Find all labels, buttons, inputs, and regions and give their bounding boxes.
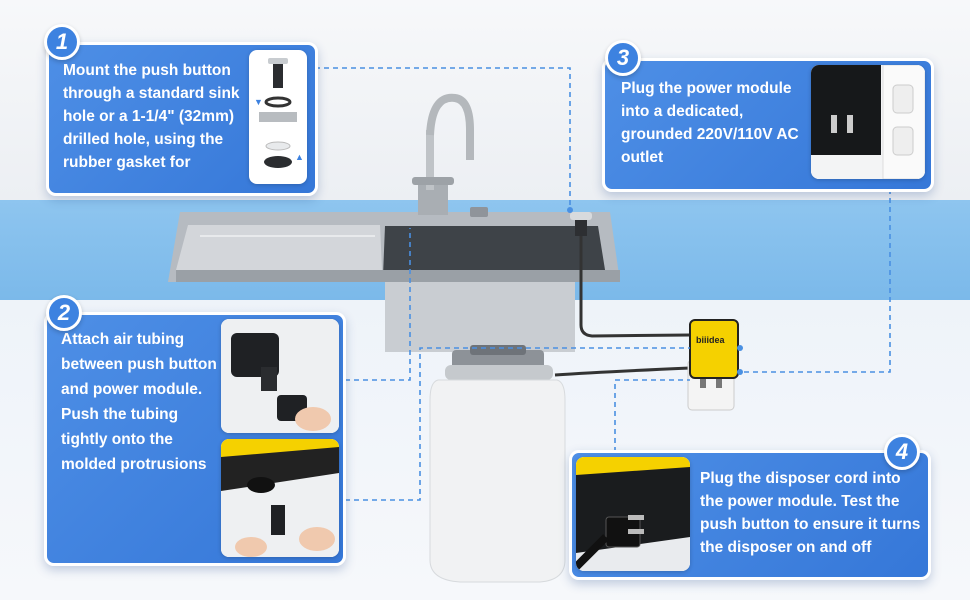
garbage-disposer	[429, 345, 566, 583]
step-2-text: Attach air tubing between push button an…	[61, 331, 217, 473]
power-module	[689, 319, 739, 379]
step-1-card: Mount the push button through a standard…	[46, 42, 318, 196]
step-4-card: Plug the disposer cord into the power mo…	[569, 450, 931, 580]
push-button	[570, 212, 592, 236]
air-tubing	[579, 236, 691, 338]
module-brand-label: biiidea	[696, 335, 725, 345]
step-3-text: Plug the power module into a dedicated, …	[621, 80, 799, 166]
leader-line-2b	[345, 347, 690, 501]
svg-text:▼: ▼	[254, 97, 263, 107]
disposer-cord	[554, 366, 691, 377]
leader-line-3	[740, 180, 891, 373]
sink-basin-body	[385, 280, 575, 352]
sink-bowl	[383, 226, 606, 276]
svg-text:▲: ▲	[295, 152, 304, 162]
step-3-badge: 3	[605, 40, 641, 76]
step-4-photo	[576, 457, 690, 571]
leader-line-1	[315, 67, 571, 210]
step-3-photo	[811, 65, 925, 179]
leader-line-2a	[345, 228, 411, 381]
step-1-photo: ▼ ▲	[249, 50, 307, 184]
step-2-card: Attach air tubing between push button an…	[44, 312, 346, 566]
step-2-badge: 2	[46, 295, 82, 331]
step-1-badge: 1	[44, 24, 80, 60]
leader-line-4	[614, 379, 690, 470]
step-4-badge: 4	[884, 434, 920, 470]
step-4-text: Plug the disposer cord into the power mo…	[700, 470, 921, 556]
step-1-text: Mount the push button through a standard…	[63, 62, 240, 171]
step-3-card: Plug the power module into a dedicated, …	[602, 58, 934, 192]
faucet	[412, 93, 488, 217]
sink-drainboard	[176, 225, 382, 270]
step-2-photo-top	[221, 319, 339, 433]
step-2-photo-bottom	[221, 439, 339, 557]
